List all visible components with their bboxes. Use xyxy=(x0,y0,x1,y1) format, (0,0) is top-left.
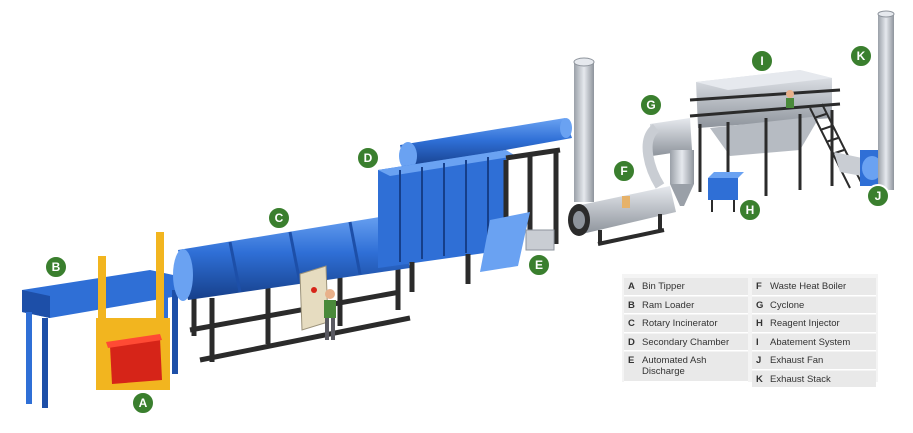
bin-tipper xyxy=(96,232,170,390)
marker-C: C xyxy=(267,206,291,230)
legend-label: Ram Loader xyxy=(642,299,695,311)
legend-item: K Exhaust Stack xyxy=(752,370,876,388)
legend-label: Rotary Incinerator xyxy=(642,318,718,329)
rotary-incinerator xyxy=(173,214,410,301)
marker-I: I xyxy=(750,49,774,73)
legend-label: Exhaust Fan xyxy=(770,355,824,366)
legend-key: G xyxy=(756,299,764,311)
legend-label: Bin Tipper xyxy=(642,281,685,292)
legend-label: Waste Heat Boiler xyxy=(770,281,847,292)
waste-heat-boiler xyxy=(568,186,676,246)
ash-discharge xyxy=(480,212,555,272)
legend-item: J Exhaust Fan xyxy=(752,352,876,370)
svg-text:I: I xyxy=(760,54,763,68)
marker-H: H xyxy=(738,198,762,222)
secondary-chamber xyxy=(378,118,572,268)
legend: A Bin Tipper B Ram Loader C Rotary Incin… xyxy=(622,274,878,388)
marker-E: E xyxy=(527,253,551,277)
legend-key: E xyxy=(628,355,635,366)
cyclone xyxy=(642,118,694,206)
marker-B: B xyxy=(44,255,68,279)
legend-item: D Secondary Chamber xyxy=(624,333,748,351)
legend-key: D xyxy=(628,336,635,348)
legend-key: A xyxy=(628,281,635,292)
marker-A: A xyxy=(131,391,155,415)
legend-item: G Cyclone xyxy=(752,296,876,314)
marker-F: F xyxy=(612,159,636,183)
legend-label: Automated Ash Discharge xyxy=(642,355,707,377)
legend-key: J xyxy=(756,355,762,366)
svg-text:C: C xyxy=(275,211,284,225)
legend-key: I xyxy=(756,336,759,348)
legend-label: Abatement System xyxy=(770,336,851,348)
svg-text:E: E xyxy=(535,258,543,272)
reagent-injector xyxy=(708,172,744,212)
svg-text:J: J xyxy=(875,189,882,203)
exhaust-stack xyxy=(877,10,895,190)
svg-text:K: K xyxy=(857,49,866,63)
legend-item: C Rotary Incinerator xyxy=(624,315,748,333)
svg-text:D: D xyxy=(364,151,373,165)
legend-item: A Bin Tipper xyxy=(624,278,748,296)
legend-item: I Abatement System xyxy=(752,333,876,351)
legend-item: E Automated Ash Discharge xyxy=(624,352,748,382)
marker-G: G xyxy=(639,93,663,117)
svg-text:G: G xyxy=(646,98,655,112)
legend-column-right: F Waste Heat Boiler G Cyclone H Reagent … xyxy=(752,278,876,389)
legend-label: Secondary Chamber xyxy=(642,336,730,348)
legend-label: Cyclone xyxy=(770,299,805,311)
legend-key: C xyxy=(628,318,635,329)
legend-key: F xyxy=(756,281,762,292)
marker-J: J xyxy=(866,184,890,208)
legend-item: F Waste Heat Boiler xyxy=(752,278,876,296)
svg-text:B: B xyxy=(52,260,61,274)
abatement-system xyxy=(689,70,863,200)
legend-key: H xyxy=(756,318,763,329)
legend-column-left: A Bin Tipper B Ram Loader C Rotary Incin… xyxy=(624,278,748,383)
legend-item: B Ram Loader xyxy=(624,296,748,314)
duct-stack xyxy=(573,57,595,202)
legend-label: Exhaust Stack xyxy=(770,373,831,385)
svg-text:F: F xyxy=(620,164,627,178)
svg-text:H: H xyxy=(746,203,755,217)
exhaust-fan xyxy=(834,150,884,186)
legend-key: K xyxy=(756,373,763,385)
operator-figure xyxy=(324,289,336,340)
legend-key: B xyxy=(628,299,635,311)
control-panel xyxy=(299,265,329,331)
svg-text:A: A xyxy=(139,396,148,410)
marker-D: D xyxy=(356,146,380,170)
legend-item: H Reagent Injector xyxy=(752,315,876,333)
legend-label: Reagent Injector xyxy=(770,318,840,329)
marker-K: K xyxy=(849,44,873,68)
